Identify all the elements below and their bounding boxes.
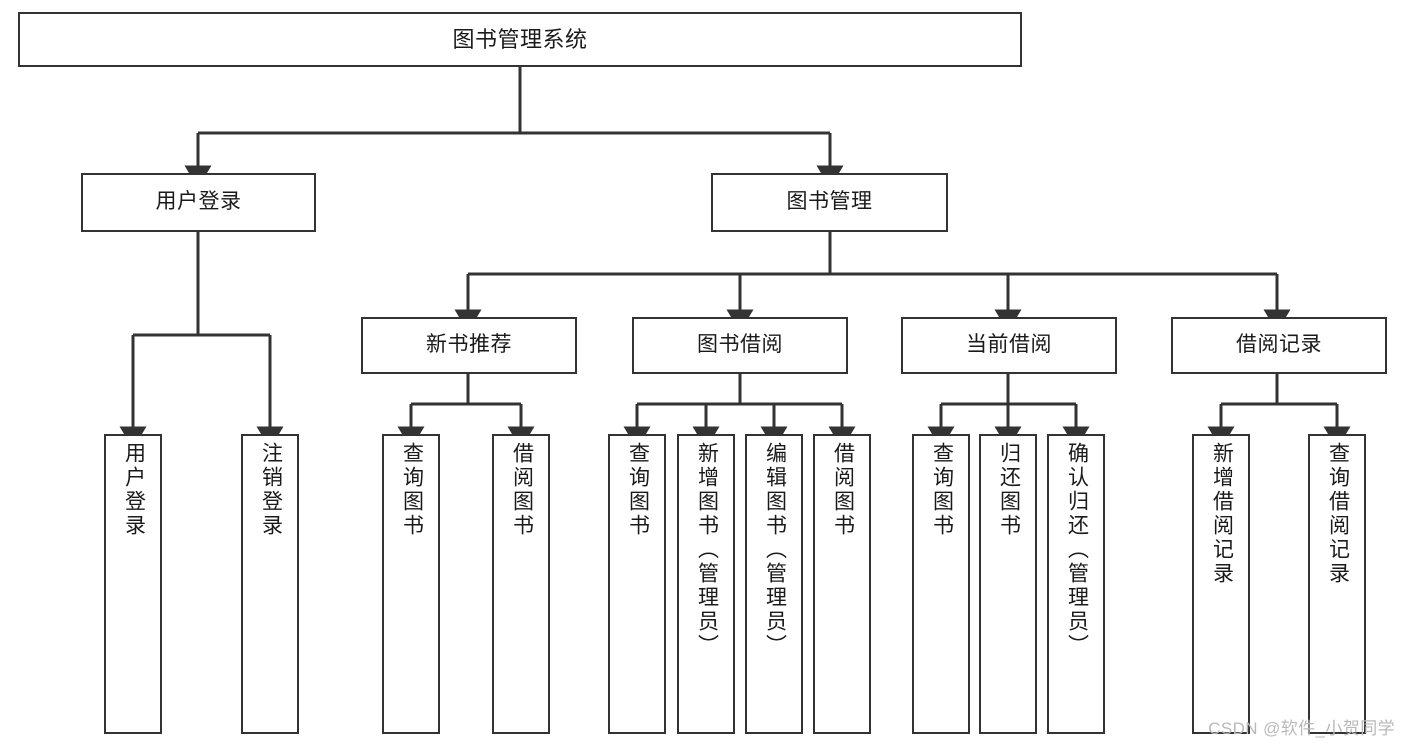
leaf-book-borrow-add-label: 新增图书（管理员） bbox=[695, 442, 719, 658]
leaf-new-book-borrow-label: 借阅图书 bbox=[510, 442, 534, 538]
leaf-current-borrow-query[interactable]: 查询图书 bbox=[912, 434, 970, 734]
node-borrow-record[interactable]: 借阅记录 bbox=[1171, 317, 1387, 374]
leaf-book-borrow-query-label: 查询图书 bbox=[626, 442, 650, 538]
node-user-login[interactable]: 用户登录 bbox=[81, 173, 316, 232]
leaf-book-borrow-edit[interactable]: 编辑图书（管理员） bbox=[745, 434, 803, 734]
leaf-borrow-record-add-label: 新增借阅记录 bbox=[1210, 442, 1234, 586]
leaf-user-login-login[interactable]: 用户登录 bbox=[104, 434, 162, 734]
leaf-new-book-query-label: 查询图书 bbox=[400, 442, 424, 538]
node-new-book-recommend[interactable]: 新书推荐 bbox=[361, 317, 577, 374]
node-book-borrow-label: 图书借阅 bbox=[697, 333, 783, 357]
node-current-borrow-label: 当前借阅 bbox=[966, 333, 1052, 357]
leaf-user-login-login-label: 用户登录 bbox=[122, 442, 146, 538]
node-current-borrow[interactable]: 当前借阅 bbox=[901, 317, 1117, 374]
leaf-current-borrow-confirm[interactable]: 确认归还（管理员） bbox=[1047, 434, 1105, 734]
leaf-new-book-borrow[interactable]: 借阅图书 bbox=[492, 434, 550, 734]
leaf-book-borrow-query[interactable]: 查询图书 bbox=[608, 434, 666, 734]
node-book-management-label: 图书管理 bbox=[786, 190, 873, 214]
watermark-text: CSDN @软件_小贺同学 bbox=[1208, 719, 1395, 738]
node-root-system[interactable]: 图书管理系统 bbox=[18, 12, 1022, 67]
node-book-management[interactable]: 图书管理 bbox=[711, 173, 948, 232]
leaf-current-borrow-return-label: 归还图书 bbox=[997, 442, 1021, 538]
leaf-borrow-record-query-label: 查询借阅记录 bbox=[1326, 442, 1350, 586]
leaf-book-borrow-edit-label: 编辑图书（管理员） bbox=[763, 442, 787, 658]
leaf-book-borrow-add[interactable]: 新增图书（管理员） bbox=[677, 434, 735, 734]
node-new-book-recommend-label: 新书推荐 bbox=[426, 333, 512, 357]
leaf-current-borrow-confirm-label: 确认归还（管理员） bbox=[1065, 442, 1089, 658]
leaf-user-login-logout[interactable]: 注销登录 bbox=[241, 434, 299, 734]
leaf-borrow-record-add[interactable]: 新增借阅记录 bbox=[1192, 434, 1250, 734]
leaf-current-borrow-query-label: 查询图书 bbox=[930, 442, 954, 538]
node-user-login-label: 用户登录 bbox=[155, 190, 242, 214]
leaf-book-borrow-borrow-label: 借阅图书 bbox=[831, 442, 855, 538]
leaf-borrow-record-query[interactable]: 查询借阅记录 bbox=[1308, 434, 1366, 734]
leaf-user-login-logout-label: 注销登录 bbox=[259, 442, 283, 538]
leaf-new-book-query[interactable]: 查询图书 bbox=[382, 434, 440, 734]
leaf-current-borrow-return[interactable]: 归还图书 bbox=[979, 434, 1037, 734]
node-borrow-record-label: 借阅记录 bbox=[1236, 333, 1322, 357]
node-book-borrow[interactable]: 图书借阅 bbox=[632, 317, 848, 374]
leaf-book-borrow-borrow[interactable]: 借阅图书 bbox=[813, 434, 871, 734]
node-root-system-label: 图书管理系统 bbox=[452, 26, 588, 52]
